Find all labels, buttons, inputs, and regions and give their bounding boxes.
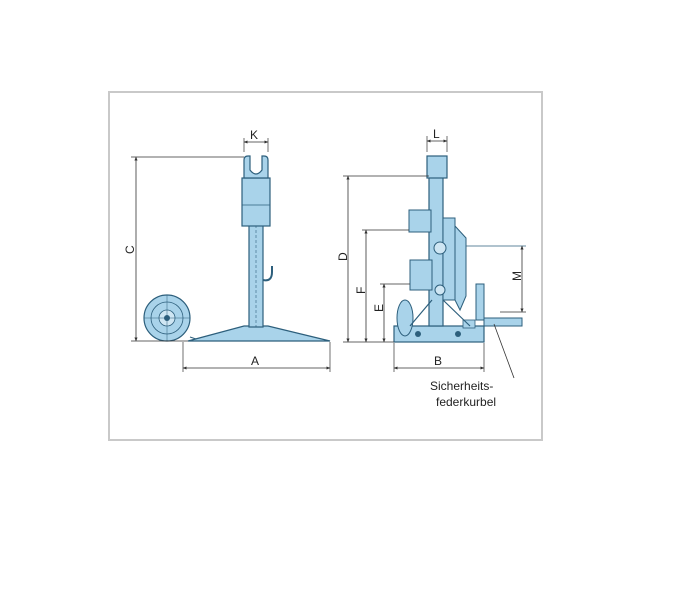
reel-wheel [143, 294, 191, 342]
head-sleeve [241, 177, 271, 227]
side-view: L D F E M B Sicherheits- federkurbel [336, 127, 526, 409]
dim-label-l: L [433, 127, 440, 141]
callout-leader [493, 323, 515, 379]
front-view: K C A [123, 128, 331, 372]
dim-label-a: A [251, 354, 259, 368]
dim-label-m: M [510, 271, 524, 281]
drawing-frame [108, 91, 543, 441]
dim-label-f: F [354, 287, 368, 294]
dim-label-c: C [123, 245, 137, 254]
safety-crank [454, 224, 467, 312]
side-wheel [396, 299, 414, 337]
dim-label-e: E [372, 304, 386, 312]
hook [262, 266, 273, 282]
dim-label-b: B [434, 354, 442, 368]
side-top-cap [426, 155, 448, 179]
callout-text-line2: federkurbel [436, 395, 496, 409]
callout-text-line1: Sicherheits- [430, 379, 493, 393]
dim-label-d: D [336, 252, 350, 261]
u-fork [243, 155, 269, 179]
base-plate [187, 325, 331, 342]
dim-label-k: K [250, 128, 258, 142]
crank-handle [483, 317, 523, 327]
